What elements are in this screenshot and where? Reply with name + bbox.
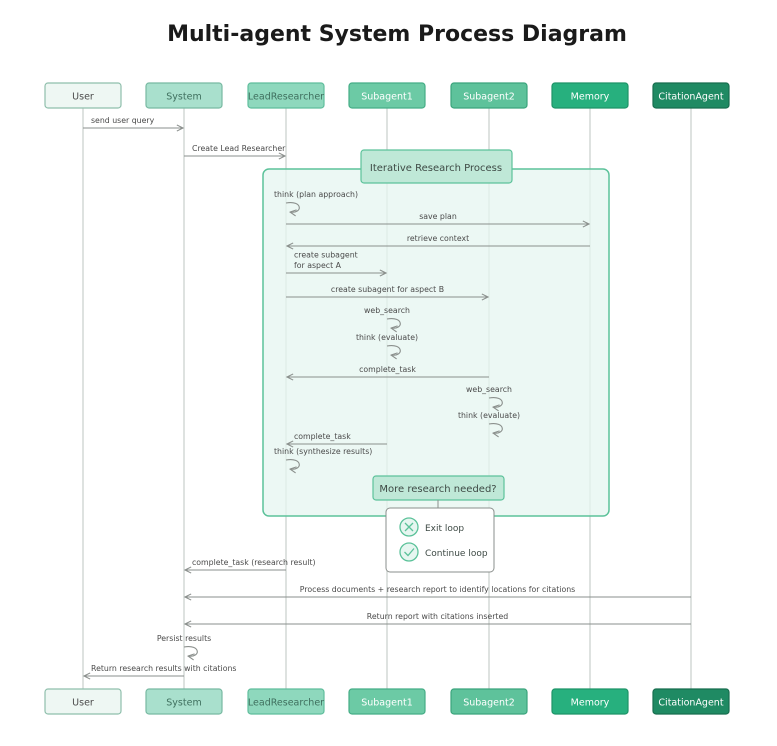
message-arrow: retrieve context xyxy=(287,234,590,246)
message-label: send user query xyxy=(91,116,155,125)
participant-citation-bottom: CitationAgent xyxy=(652,688,730,715)
check-circle-icon xyxy=(399,542,419,562)
message-label: Persist results xyxy=(157,634,211,643)
participant-user-top: User xyxy=(44,82,122,109)
participant-label: Memory xyxy=(571,92,610,103)
participant-label: User xyxy=(72,698,94,709)
participant-citation-top: CitationAgent xyxy=(652,82,730,109)
participant-system-top: System xyxy=(145,82,223,109)
participant-label: LeadResearcher xyxy=(248,698,324,709)
message-label: Return report with citations inserted xyxy=(367,612,508,621)
option-label: Exit loop xyxy=(425,524,464,534)
message-label: Process documents + research report to i… xyxy=(300,585,576,594)
message-label: think (plan approach) xyxy=(274,190,358,199)
option-exit-loop: Exit loop xyxy=(399,517,464,537)
message-label: Create Lead Researcher xyxy=(192,144,286,153)
message-label: Return research results with citations xyxy=(91,664,236,673)
participant-system-bottom: System xyxy=(145,688,223,715)
participant-user-bottom: User xyxy=(44,688,122,715)
participant-label: Subagent2 xyxy=(463,698,515,709)
message-label: complete_task (research result) xyxy=(192,558,316,567)
participant-sub1-bottom: Subagent1 xyxy=(348,688,426,715)
participant-label: Subagent1 xyxy=(361,698,413,709)
message-arrow: create subagent for aspect B xyxy=(286,285,488,297)
decision-label: More research needed? xyxy=(379,484,496,495)
participant-label: User xyxy=(72,92,94,103)
self-message: think (evaluate) xyxy=(356,333,418,355)
message-arrow: send user query xyxy=(83,116,183,128)
loop-label: Iterative Research Process xyxy=(370,163,502,174)
message-arrow: complete_task xyxy=(287,365,489,377)
message-label: think (evaluate) xyxy=(458,411,520,420)
participant-label: System xyxy=(166,92,201,103)
option-label: Continue loop xyxy=(425,549,488,559)
message-label: web_search xyxy=(466,385,512,394)
message-label: for aspect A xyxy=(294,261,342,270)
message-arrow: Process documents + research report to i… xyxy=(185,585,691,597)
self-message: Persist results xyxy=(157,634,211,656)
message-label: create subagent for aspect B xyxy=(331,285,444,294)
participant-sub2-top: Subagent2 xyxy=(450,82,528,109)
diagram-title: Multi-agent System Process Diagram xyxy=(167,22,627,47)
loop-frame xyxy=(262,168,610,517)
message-label: web_search xyxy=(364,306,410,315)
options-box xyxy=(385,507,495,573)
participant-label: System xyxy=(166,698,201,709)
participant-label: Subagent2 xyxy=(463,92,515,103)
participant-lead-top: LeadResearcher xyxy=(247,82,325,109)
participant-memory-top: Memory xyxy=(551,82,629,109)
participant-label: LeadResearcher xyxy=(248,92,324,103)
self-message: think (plan approach) xyxy=(274,190,358,212)
self-message: think (synthesize results) xyxy=(274,447,372,469)
self-message: web_search xyxy=(364,306,410,328)
message-arrow: Return research results with citations xyxy=(84,664,236,676)
self-message: think (evaluate) xyxy=(458,411,520,433)
participant-label: Subagent1 xyxy=(361,92,413,103)
message-arrow: Return report with citations inserted xyxy=(185,612,691,624)
message-label: retrieve context xyxy=(407,234,469,243)
message-arrow: complete_task (research result) xyxy=(185,558,316,570)
option-continue-loop: Continue loop xyxy=(399,542,488,562)
participant-sub1-top: Subagent1 xyxy=(348,82,426,109)
participant-lead-bottom: LeadResearcher xyxy=(247,688,325,715)
participant-memory-bottom: Memory xyxy=(551,688,629,715)
loop-label-box xyxy=(360,149,513,184)
message-arrow: Create Lead Researcher xyxy=(184,144,286,156)
message-label: think (evaluate) xyxy=(356,333,418,342)
message-label: save plan xyxy=(419,212,457,221)
message-label: complete_task xyxy=(359,365,416,374)
message-label: think (synthesize results) xyxy=(274,447,372,456)
participant-label: CitationAgent xyxy=(658,698,723,709)
self-message: web_search xyxy=(466,385,512,407)
message-arrow: complete_task xyxy=(287,432,387,444)
message-label: complete_task xyxy=(294,432,351,441)
participant-label: CitationAgent xyxy=(658,92,723,103)
participant-sub2-bottom: Subagent2 xyxy=(450,688,528,715)
message-arrow: save plan xyxy=(286,212,589,224)
message-label: create subagent xyxy=(294,251,358,260)
participant-label: Memory xyxy=(571,698,610,709)
